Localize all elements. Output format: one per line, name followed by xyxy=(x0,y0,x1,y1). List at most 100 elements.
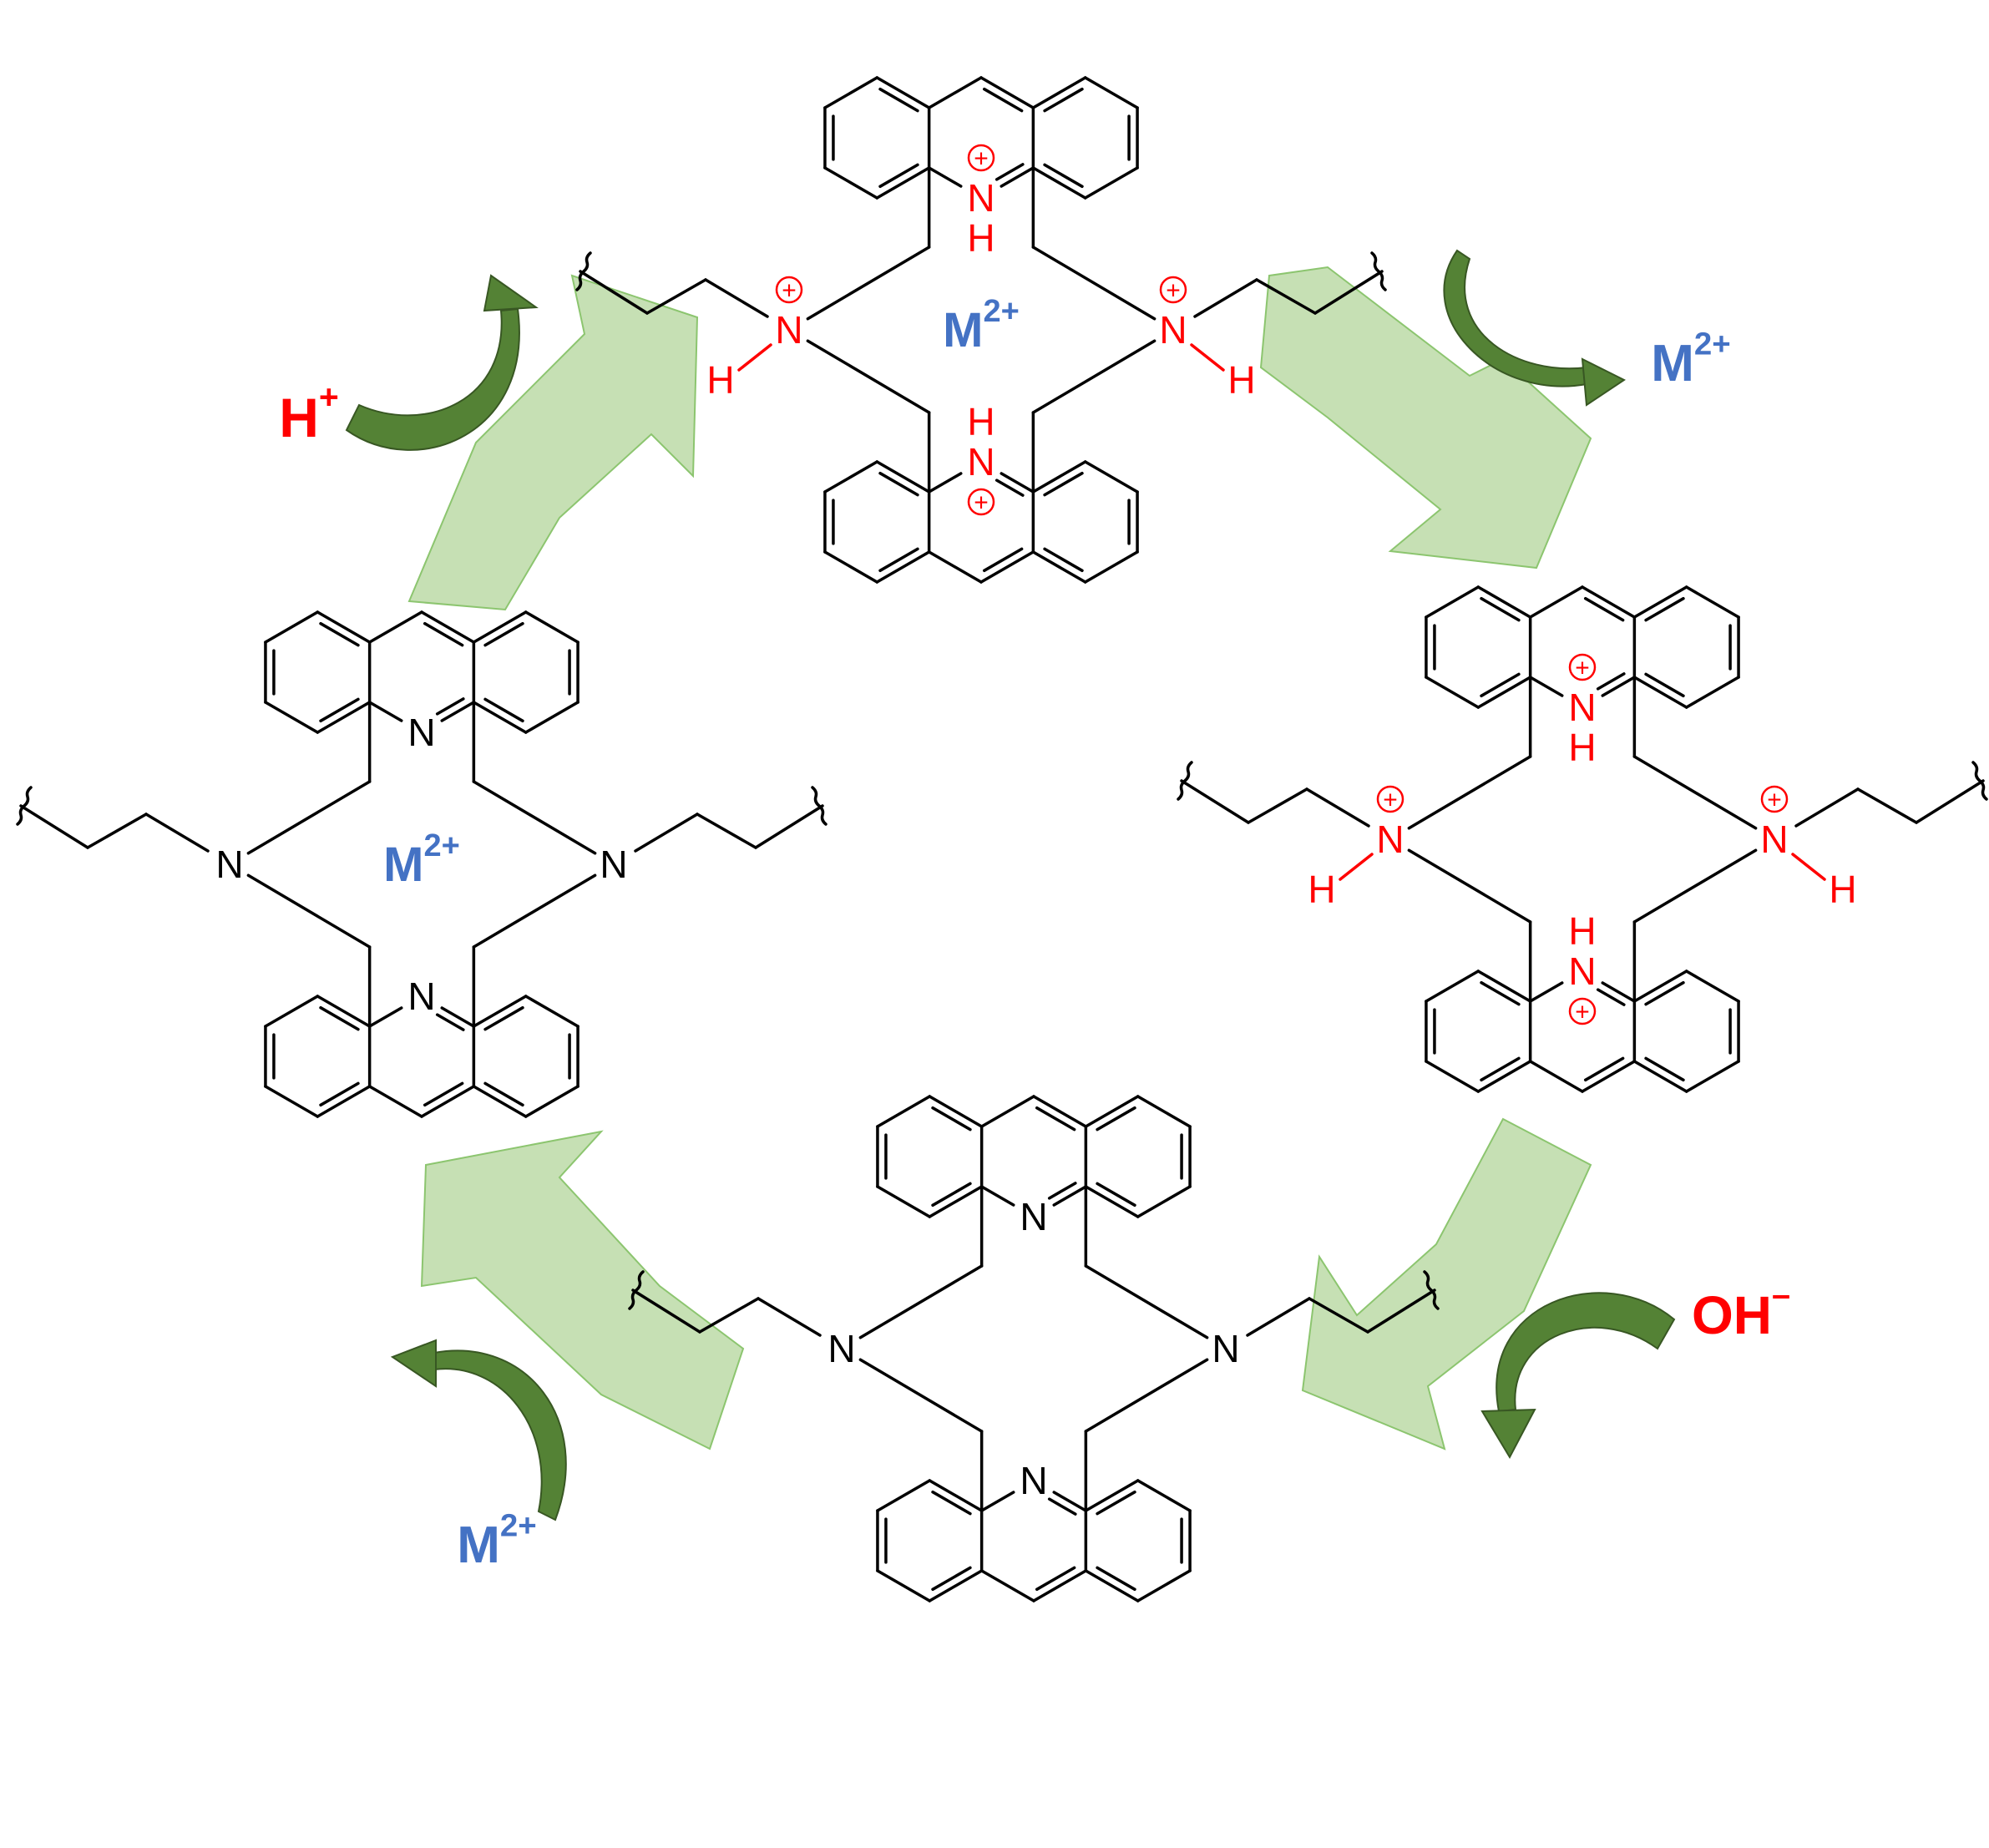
bond xyxy=(524,701,579,734)
bond xyxy=(1083,76,1139,109)
bond xyxy=(1480,672,1521,698)
bond xyxy=(1596,988,1626,1006)
metal-in-arrow xyxy=(433,1349,567,1521)
top-amine-hydrogen-left: H xyxy=(706,358,734,402)
right-upper-ring-nitrogen: N xyxy=(1568,686,1596,729)
bond xyxy=(367,610,423,644)
bond xyxy=(927,472,963,494)
top-lower-ring-hydrogen: H xyxy=(967,400,995,443)
bond xyxy=(995,478,1025,497)
bond xyxy=(1313,270,1384,315)
positive-charge-icon xyxy=(967,488,995,516)
bond xyxy=(246,873,372,949)
bond xyxy=(927,550,983,584)
bond xyxy=(1476,676,1532,709)
polymer-attachment-wavy-bond xyxy=(628,1270,645,1310)
bond xyxy=(927,76,983,109)
cycle-arrows xyxy=(407,266,1592,1451)
bond xyxy=(1425,1060,1480,1093)
bond xyxy=(979,1185,1015,1207)
bond xyxy=(1083,166,1139,200)
bond xyxy=(319,697,360,723)
bond xyxy=(1583,596,1625,622)
hydroxide-label: OH– xyxy=(1692,1277,1790,1345)
left-amine-nitrogen-right: N xyxy=(600,843,627,886)
bond xyxy=(876,1479,932,1512)
bond xyxy=(1043,163,1084,189)
bond xyxy=(982,547,1024,573)
bond xyxy=(1684,970,1740,1003)
bond xyxy=(1581,1060,1637,1093)
right-amine-nitrogen-left: N xyxy=(1376,818,1404,861)
bond xyxy=(1632,1060,1688,1093)
proton-label: H+ xyxy=(279,377,339,448)
bond xyxy=(423,621,464,647)
top-amine-nitrogen-left: N xyxy=(775,308,802,352)
top-amine-hydrogen-right: H xyxy=(1227,358,1255,402)
bond xyxy=(931,1106,972,1132)
bond xyxy=(1632,970,1688,1003)
bond xyxy=(1084,1479,1140,1512)
bond xyxy=(1632,848,1758,924)
bond xyxy=(472,1085,528,1118)
metal-released-label: M2+ xyxy=(1651,326,1730,392)
bond xyxy=(19,804,89,849)
bond xyxy=(875,460,931,494)
bond xyxy=(878,163,919,189)
bottom-amine-nitrogen-right: N xyxy=(1212,1327,1239,1370)
bond xyxy=(524,995,579,1028)
bond xyxy=(483,697,524,723)
bond xyxy=(1136,1569,1192,1602)
bond xyxy=(1190,343,1225,372)
bond xyxy=(1043,87,1084,113)
positive-charge-icon xyxy=(775,276,803,304)
species-labels: H+M2+OH–M2+ xyxy=(279,326,1790,1574)
bond xyxy=(806,246,931,321)
bond xyxy=(1339,853,1374,881)
bond xyxy=(319,1081,360,1107)
bond xyxy=(367,1006,403,1028)
bond xyxy=(1084,1569,1140,1602)
bond xyxy=(316,701,372,734)
bond xyxy=(1601,981,1637,1003)
bond xyxy=(1583,1056,1625,1082)
cycle-arrow-left-to-top xyxy=(407,274,699,611)
bond xyxy=(1480,1056,1521,1082)
bond xyxy=(1425,970,1480,1003)
bond xyxy=(1684,1060,1740,1093)
bond xyxy=(1856,787,1918,824)
bond xyxy=(1052,1185,1088,1207)
bond xyxy=(1047,1497,1077,1516)
bond xyxy=(928,1569,984,1602)
bond xyxy=(1043,471,1084,497)
bond xyxy=(931,1182,972,1208)
positive-charge-icon xyxy=(1376,785,1404,813)
bond xyxy=(1193,278,1258,318)
bond xyxy=(931,1566,972,1592)
bond xyxy=(876,1095,932,1128)
bond xyxy=(1684,676,1740,709)
bond xyxy=(483,1081,524,1107)
bond xyxy=(1794,787,1860,828)
bond xyxy=(264,995,320,1028)
bond xyxy=(1644,596,1685,622)
bond xyxy=(483,1005,524,1031)
bond xyxy=(1255,278,1317,315)
bond xyxy=(875,550,931,584)
bond xyxy=(1031,246,1156,321)
bond xyxy=(264,1085,320,1118)
bond xyxy=(367,1085,423,1118)
bond xyxy=(435,1013,465,1031)
bond xyxy=(1476,970,1532,1003)
bond xyxy=(979,1095,1035,1128)
bond xyxy=(1096,1566,1136,1592)
bond xyxy=(927,166,963,188)
bond xyxy=(1601,676,1637,697)
bond xyxy=(979,1491,1015,1512)
bond xyxy=(483,621,524,647)
bond xyxy=(1096,1106,1136,1132)
bond xyxy=(823,166,879,200)
